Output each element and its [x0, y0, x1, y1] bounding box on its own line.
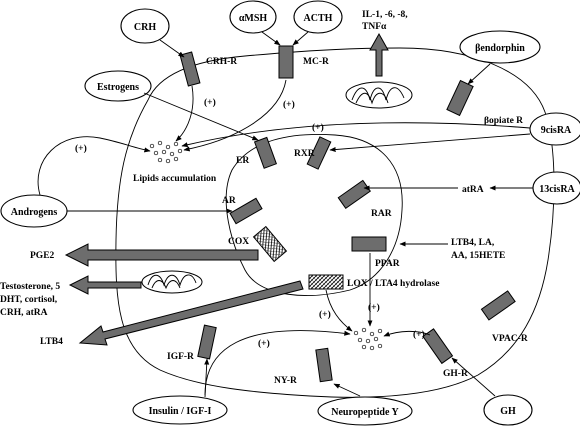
- igfr-label: IGF-R: [167, 352, 194, 362]
- crhr-label: CRH-R: [206, 57, 237, 67]
- lox-label: LOX / LTA4 hydrolase: [347, 279, 439, 289]
- crh-receptor: [179, 51, 201, 87]
- ltb4-label: LTB4: [40, 337, 63, 347]
- er-receptor: [253, 136, 278, 169]
- ninecisra-label: 9cisRA: [541, 125, 572, 136]
- lipid-droplets-top: [149, 140, 183, 164]
- plus-androgens: (+): [75, 143, 87, 154]
- bendorphin-label: βendorphin: [475, 43, 525, 54]
- insulin-label: Insulin / IGF-I: [149, 406, 212, 417]
- nucleus-envelope: [225, 134, 403, 296]
- ppar-label: PPAR: [375, 259, 400, 269]
- rxr-label: RXR: [294, 149, 315, 159]
- vpacr-label: VPAC-R: [492, 334, 528, 344]
- mc-receptor: [278, 45, 294, 79]
- arrow-crh-to-crhr: [159, 39, 185, 58]
- cox-enzyme: [252, 225, 288, 263]
- arrow-lox-to-lipids: [325, 289, 353, 332]
- crh-ellipse: [120, 8, 170, 44]
- estrogens-ellipse: [84, 70, 152, 102]
- mitochondrion-bottom: [141, 270, 203, 294]
- arrow-ninecisra-to-lipids: [181, 122, 531, 148]
- thirteencisra-label: 13cisRA: [539, 184, 575, 195]
- pge2-label: PGE2: [30, 251, 55, 261]
- ppar-receptor: [351, 236, 387, 252]
- lipids-accumulation-label: Lipids accumulation: [133, 174, 217, 184]
- arrow-cytokine-release: [369, 32, 389, 77]
- igf-receptor: [197, 324, 217, 360]
- plus-mcr: (+): [283, 99, 295, 110]
- insulin-ellipse: [132, 395, 228, 425]
- gh-ellipse: [483, 394, 533, 426]
- plus-ninecisra: (+): [312, 122, 324, 133]
- vpac-receptor: [480, 290, 516, 321]
- bopiate-label: βopiate R: [484, 116, 523, 126]
- crh-label: CRH: [134, 22, 156, 33]
- ninecisra-ellipse: [529, 112, 580, 146]
- ny-receptor: [315, 347, 333, 383]
- arrow-androgens-to-lipids: [37, 136, 151, 196]
- nyr-label: NY-R: [274, 376, 297, 386]
- ppar-ligands-label-line1: LTB4, LA,: [451, 238, 495, 248]
- arrow-ltb4-output: [78, 280, 304, 346]
- steroids-label-line1: Testosterone, 5: [0, 282, 60, 292]
- arrow-acth-to-mcr: [292, 31, 309, 46]
- ar-receptor: [229, 197, 263, 225]
- cytokines-label-line1: IL-1, -6, -8,: [362, 10, 408, 20]
- rar-receptor: [337, 179, 371, 210]
- arrow-crhr-to-lipids: [175, 85, 194, 142]
- cytokines-label-line2: TNFα: [362, 22, 387, 32]
- rar-label: RAR: [371, 209, 392, 219]
- arrow-bendorphin-to-bopiate: [467, 63, 491, 85]
- ppar-ligands-label-line2: AA, 15HETE: [451, 251, 505, 261]
- atra-label: atRA: [462, 185, 484, 195]
- neuropeptide-label: Neuropeptide Y: [331, 407, 399, 418]
- arrow-ghr-to-lipids: [383, 330, 431, 337]
- arrow-insulin-to-igfr: [204, 358, 210, 398]
- arrow-steroids-output: [68, 275, 142, 295]
- plus-lox: (+): [319, 309, 331, 320]
- cox-label: COX: [228, 237, 249, 247]
- amsh-label: αMSH: [239, 13, 268, 24]
- arrow-mcr-to-lipids: [183, 79, 287, 152]
- arrow-igf-to-lipids: [204, 330, 351, 396]
- bopiate-receptor: [446, 79, 474, 117]
- arrow-pge2-output: [64, 243, 259, 267]
- plus-gh: (+): [413, 329, 425, 340]
- mcr-label: MC-R: [303, 57, 329, 67]
- androgens-label: Androgens: [11, 207, 58, 218]
- plus-ppar: (+): [368, 302, 380, 313]
- arrow-estrogens-to-er: [143, 92, 259, 141]
- lipid-droplets-bottom: [353, 327, 383, 351]
- er-label: ER: [236, 156, 249, 166]
- ghr-label: GH-R: [443, 369, 468, 379]
- cell-membrane: [115, 47, 555, 398]
- arrow-ninecisra-to-rxr: [329, 133, 531, 153]
- steroids-label-line3: CRH, atRA: [0, 308, 48, 318]
- mitochondrion-top: [345, 81, 413, 109]
- gh-label: GH: [500, 406, 516, 417]
- plus-igf: (+): [258, 338, 270, 349]
- amsh-ellipse: [229, 0, 277, 34]
- acth-ellipse: [293, 0, 343, 34]
- estrogens-label: Estrogens: [97, 82, 139, 93]
- neuropeptide-ellipse: [317, 396, 413, 426]
- plus-crhr: (+): [204, 97, 216, 108]
- rxr-receptor: [306, 136, 332, 170]
- steroids-label-line2: DHT, cortisol,: [0, 295, 58, 305]
- acth-label: ACTH: [304, 13, 333, 24]
- arrow-neuropeptide-to-nyr: [333, 383, 361, 397]
- arrow-amsh-to-mcr: [261, 31, 281, 46]
- bendorphin-ellipse: [459, 30, 541, 64]
- arrow-gh-to-ghr: [451, 357, 496, 397]
- gh-receptor: [422, 328, 454, 365]
- lox-enzyme: [308, 274, 344, 290]
- ar-label: AR: [222, 196, 236, 206]
